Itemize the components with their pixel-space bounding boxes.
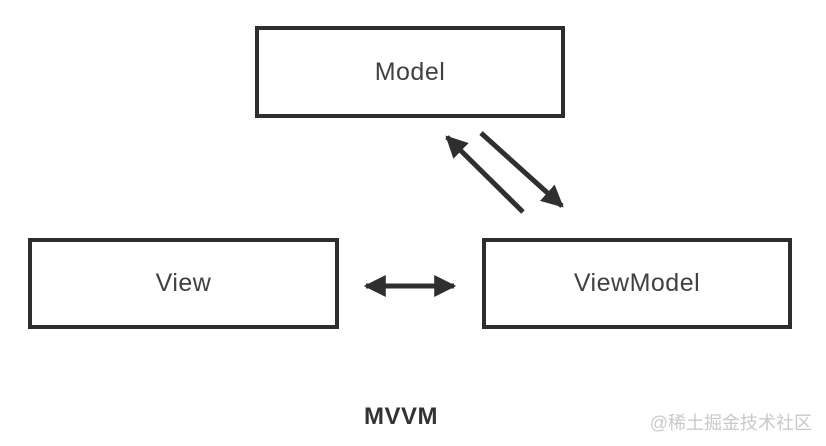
diagram-caption: MVVM <box>364 403 438 430</box>
node-viewmodel: ViewModel <box>482 238 792 329</box>
arrow-viewmodel-to-model <box>445 135 525 214</box>
node-view: View <box>28 238 339 329</box>
watermark: @稀土掘金技术社区 <box>649 413 812 433</box>
node-model-label: Model <box>374 57 446 86</box>
arrow-model-to-viewmodel <box>479 131 564 208</box>
node-viewmodel-label: ViewModel <box>573 269 701 297</box>
node-view-label: View <box>155 269 212 297</box>
node-model: Model <box>255 26 565 118</box>
